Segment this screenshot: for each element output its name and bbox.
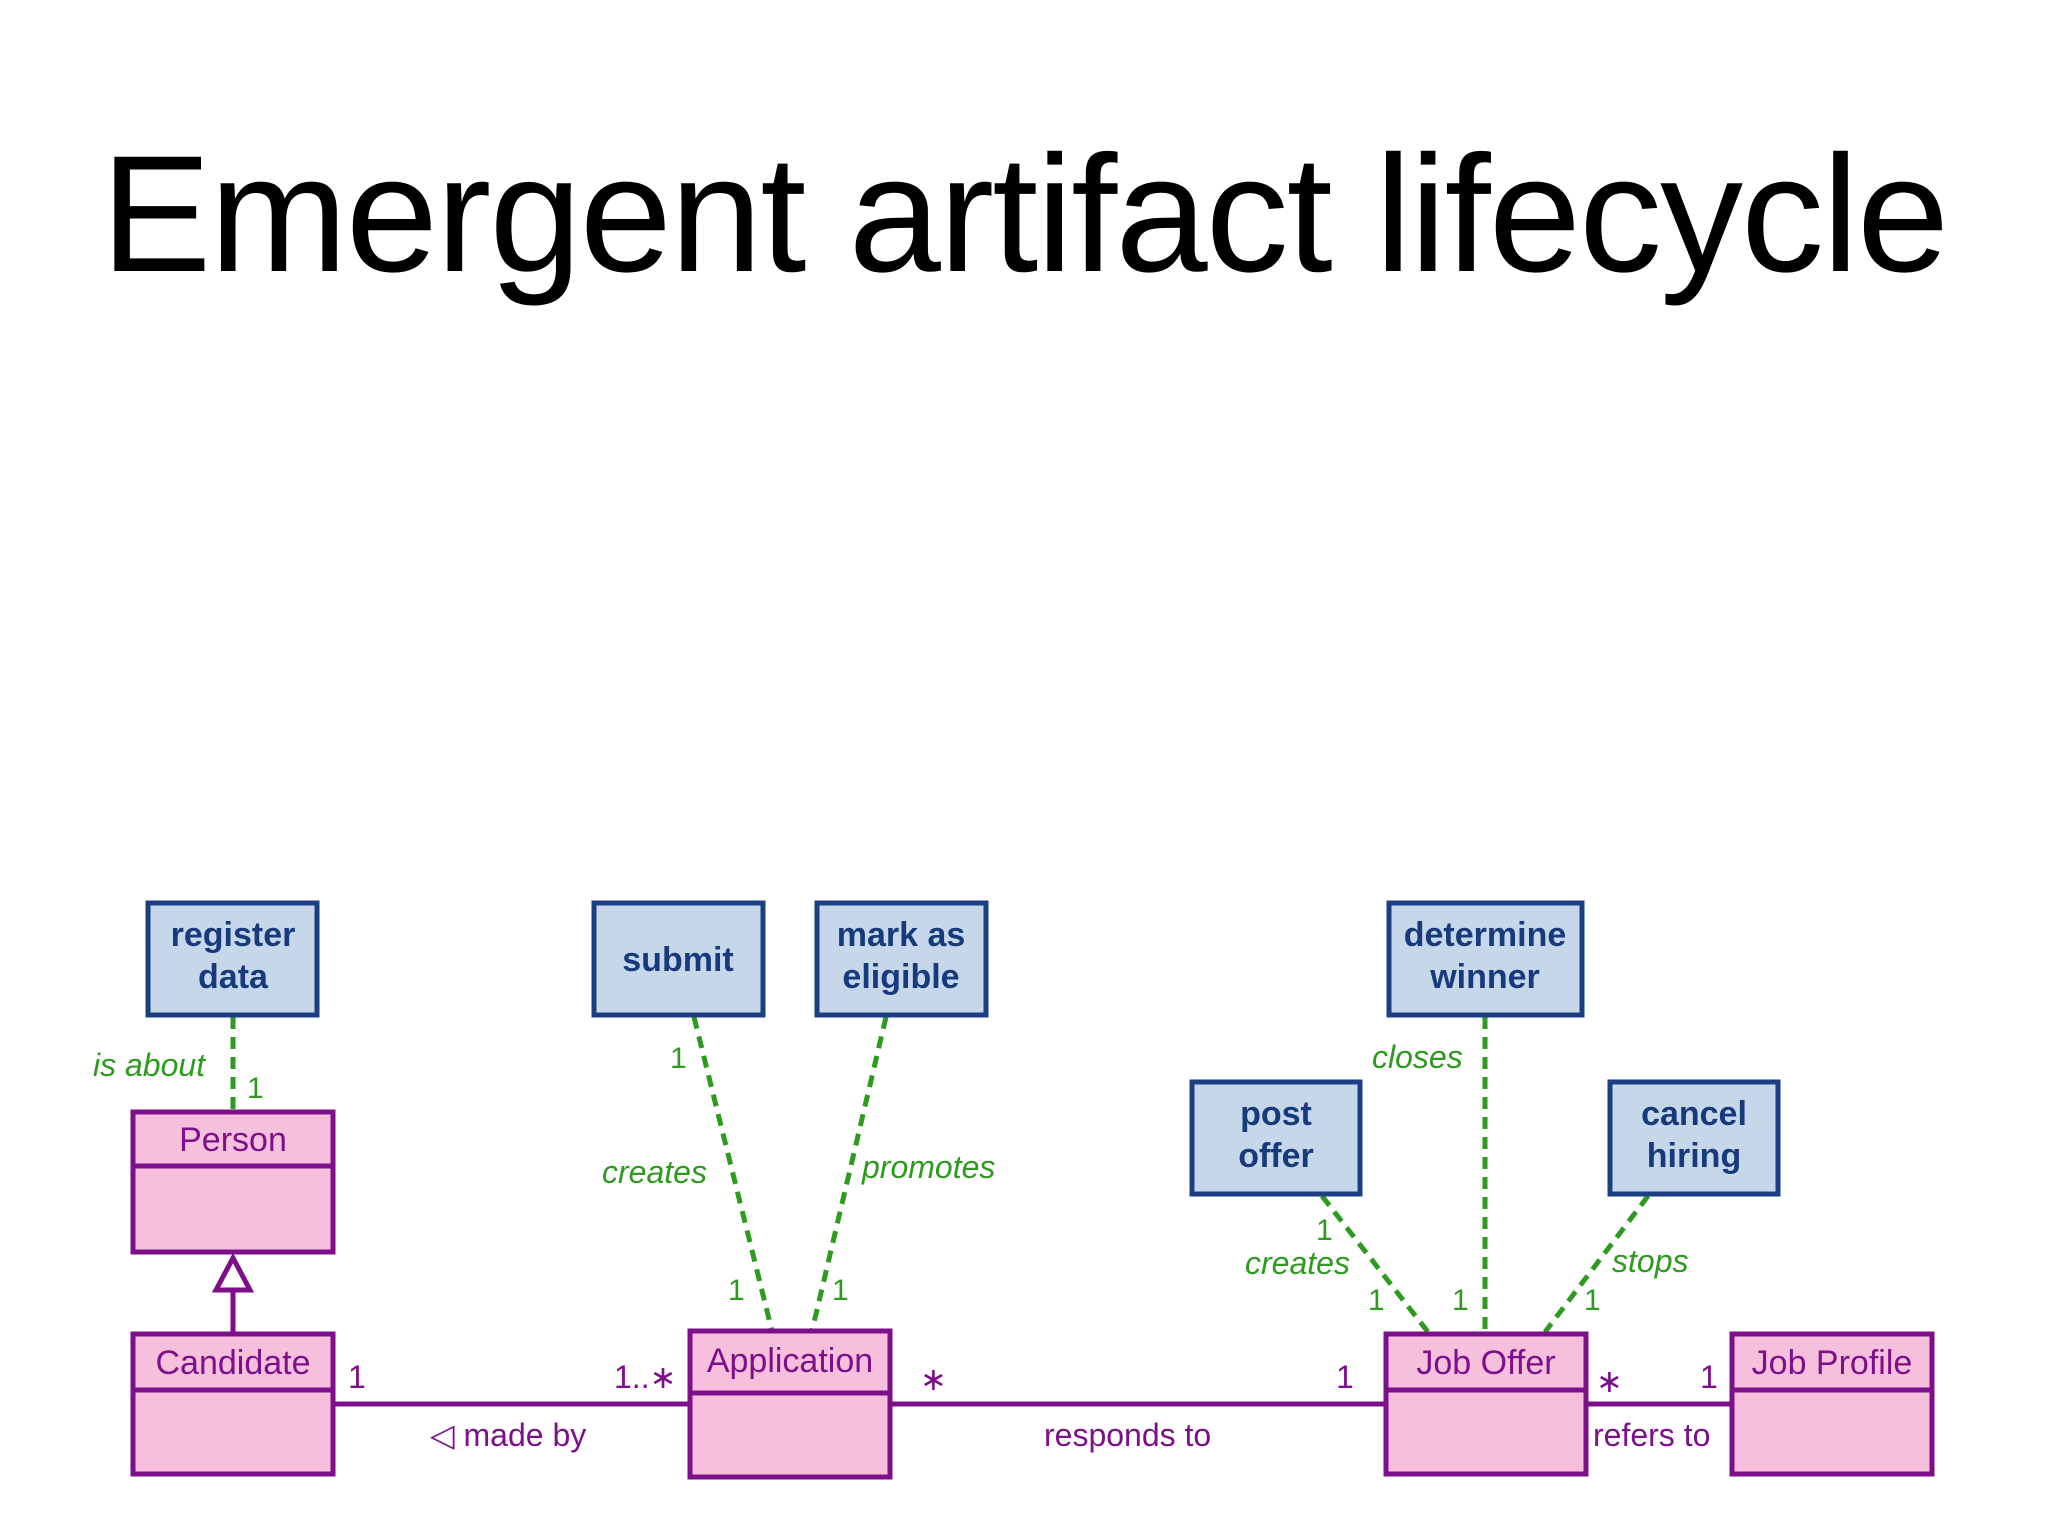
link-is-about: is about 1	[93, 1017, 264, 1112]
activity-cancel-hiring-line1: cancel	[1641, 1095, 1747, 1133]
creates-offer-mult-top: 1	[1316, 1214, 1333, 1247]
is-about-label: is about	[93, 1047, 206, 1083]
class-person[interactable]: Person	[130, 1109, 336, 1255]
refers-to-mult-right: 1	[1700, 1359, 1718, 1395]
activity-register-data-box	[145, 900, 320, 1018]
creates-offer-line	[1320, 1194, 1430, 1334]
activity-mark-as-eligible-box	[814, 900, 989, 1018]
link-closes: closes 1	[1372, 1017, 1488, 1332]
class-candidate[interactable]: Candidate	[130, 1331, 336, 1477]
stops-line	[1543, 1194, 1650, 1334]
activity-determine-winner-line2: winner	[1429, 958, 1540, 996]
activity-post-offer-line2: offer	[1238, 1137, 1314, 1175]
link-promotes: promotes 1	[809, 1016, 995, 1332]
creates-offer-label: creates	[1245, 1245, 1350, 1281]
activity-submit-box	[591, 900, 766, 1018]
responds-to-mult-right: 1	[1336, 1359, 1354, 1395]
class-candidate-box	[130, 1331, 336, 1477]
association-made-by: ◁ made by 1 1..∗	[333, 1359, 690, 1453]
activity-register-data-line1: register	[171, 916, 296, 954]
made-by-label: ◁ made by	[430, 1417, 586, 1453]
activity-determine-winner[interactable]: determine winner	[1386, 900, 1585, 1018]
activity-submit[interactable]: submit	[591, 900, 766, 1018]
activity-register-data[interactable]: register data	[145, 900, 320, 1018]
activity-submit-line1: submit	[622, 941, 733, 979]
made-by-mult-right: 1..∗	[614, 1359, 676, 1395]
link-stops: stops 1	[1543, 1194, 1688, 1334]
activity-mark-as-eligible-line2: eligible	[842, 958, 959, 996]
closes-mult-bottom: 1	[1452, 1284, 1469, 1317]
activity-cancel-hiring-box	[1607, 1079, 1781, 1197]
generalization-arrowhead-icon	[211, 1252, 255, 1293]
responds-to-mult-left: ∗	[920, 1361, 947, 1397]
refers-to-mult-left: ∗	[1596, 1363, 1623, 1399]
activity-determine-winner-box	[1386, 900, 1585, 1018]
activity-mark-as-eligible[interactable]: mark as eligible	[814, 900, 989, 1018]
class-job-offer-box	[1383, 1331, 1589, 1477]
class-person-name: Person	[179, 1121, 287, 1159]
activity-mark-as-eligible-line1: mark as	[837, 916, 966, 954]
activity-cancel-hiring-line2: hiring	[1647, 1137, 1741, 1175]
activity-post-offer-line1: post	[1240, 1095, 1312, 1133]
activity-register-data-line2: data	[198, 958, 269, 996]
class-job-profile-name: Job Profile	[1752, 1344, 1913, 1382]
class-job-profile[interactable]: Job Profile	[1729, 1331, 1935, 1477]
link-creates-offer: creates 1 1	[1245, 1194, 1430, 1334]
generalization-candidate-person	[211, 1252, 255, 1333]
refers-to-label: refers to	[1593, 1417, 1710, 1453]
class-person-box	[130, 1109, 336, 1255]
class-candidate-name: Candidate	[155, 1344, 310, 1382]
activity-cancel-hiring[interactable]: cancel hiring	[1607, 1079, 1781, 1197]
stops-label: stops	[1612, 1243, 1688, 1279]
slide-title: Emergent artifact lifecycle	[100, 122, 1950, 307]
class-application-box	[687, 1328, 893, 1480]
class-application-name: Application	[707, 1342, 873, 1380]
is-about-mult: 1	[247, 1072, 264, 1105]
class-job-offer[interactable]: Job Offer	[1383, 1331, 1589, 1477]
class-job-offer-name: Job Offer	[1416, 1344, 1555, 1382]
promotes-line	[809, 1016, 889, 1332]
creates-application-label: creates	[602, 1154, 707, 1190]
activity-post-offer-box	[1189, 1079, 1363, 1197]
creates-offer-mult-bottom: 1	[1368, 1284, 1385, 1317]
association-responds-to: responds to ∗ 1	[890, 1359, 1386, 1453]
promotes-mult-bottom: 1	[832, 1274, 849, 1307]
link-creates-application: creates 1 1	[602, 1016, 775, 1332]
activity-determine-winner-line1: determine	[1404, 916, 1567, 954]
creates-application-mult-bottom: 1	[728, 1274, 745, 1307]
responds-to-label: responds to	[1044, 1417, 1211, 1453]
activity-post-offer[interactable]: post offer	[1189, 1079, 1363, 1197]
class-job-profile-box	[1729, 1331, 1935, 1477]
closes-label: closes	[1372, 1039, 1463, 1075]
creates-application-line	[691, 1016, 775, 1332]
class-application[interactable]: Application	[687, 1328, 893, 1480]
stops-mult-bottom: 1	[1584, 1284, 1601, 1317]
association-refers-to: refers to ∗ 1	[1586, 1359, 1732, 1453]
creates-application-mult-top: 1	[670, 1042, 687, 1075]
made-by-mult-left: 1	[348, 1359, 366, 1395]
promotes-label: promotes	[861, 1149, 995, 1185]
